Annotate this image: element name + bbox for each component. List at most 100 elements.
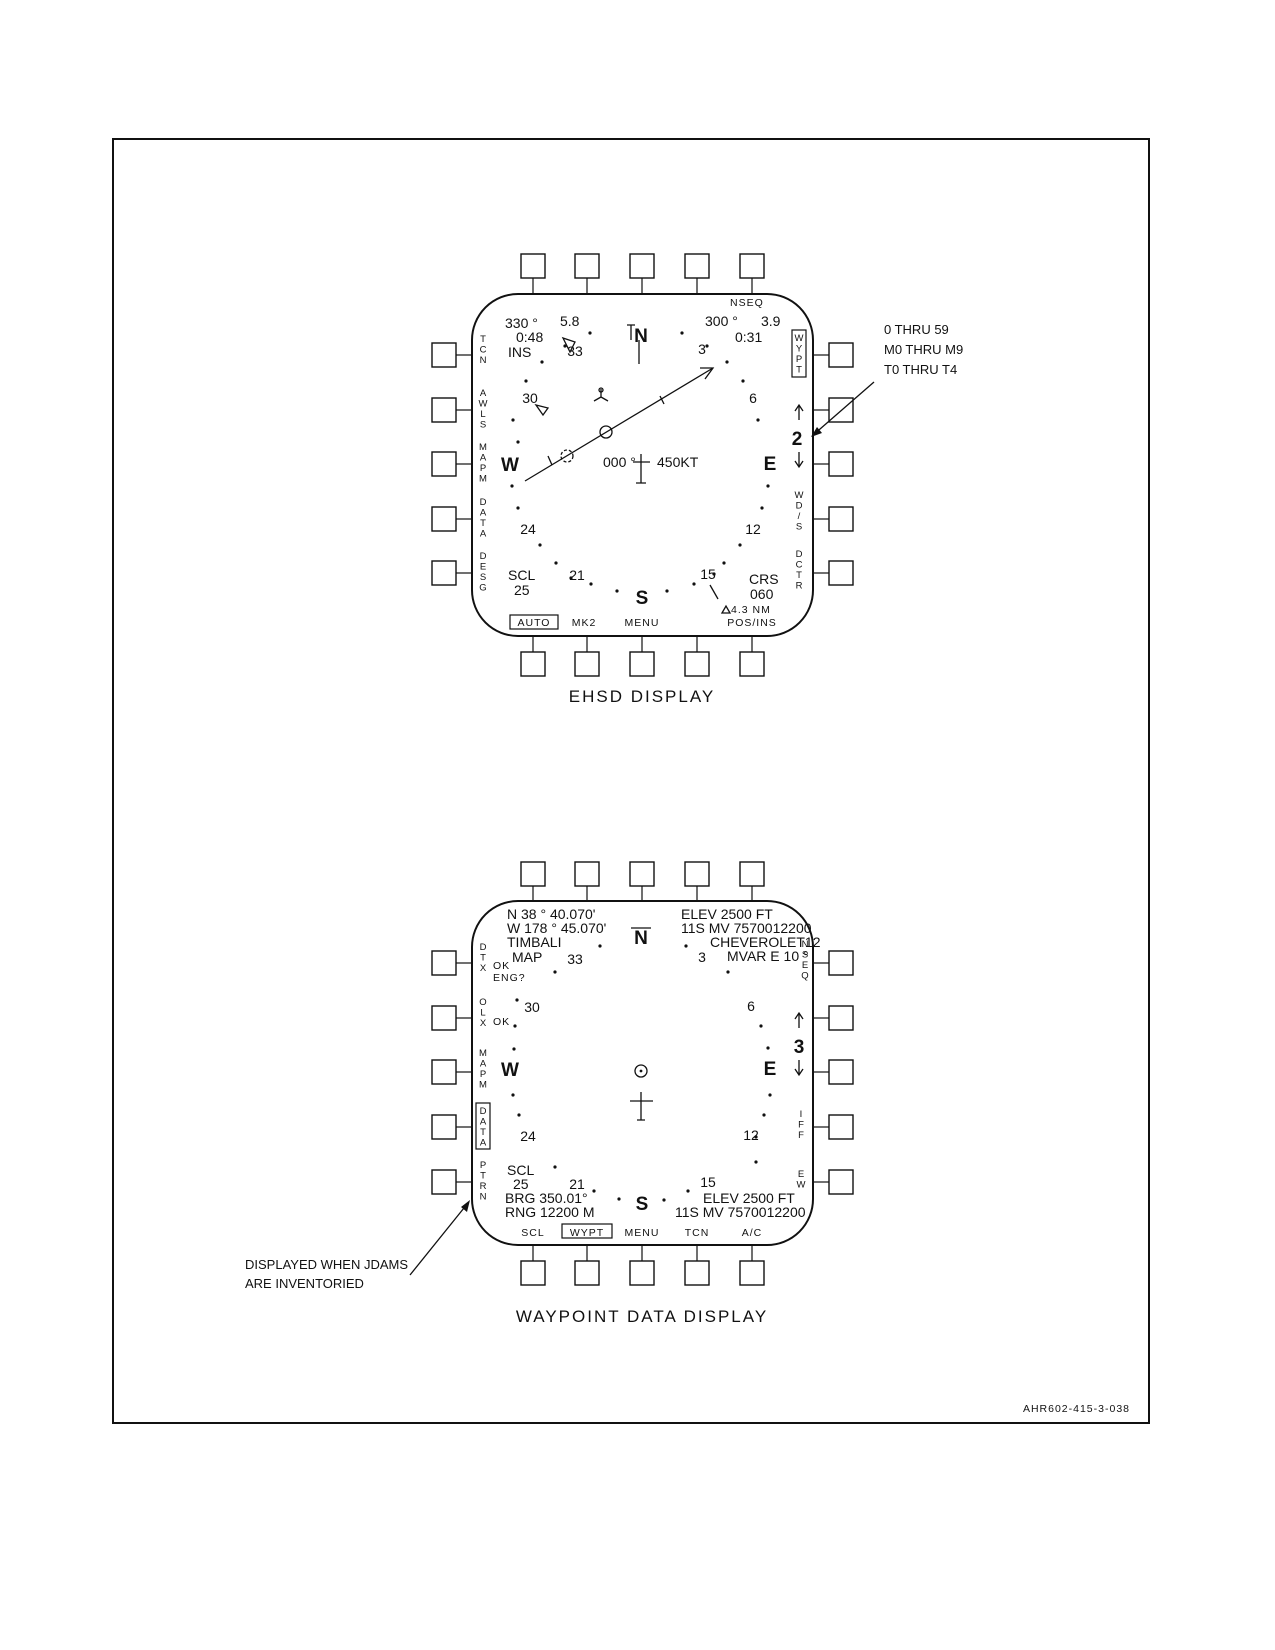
ehsd-decrement-arrow[interactable] bbox=[794, 452, 804, 469]
wypt-elev-top: ELEV 2500 FT bbox=[681, 906, 773, 922]
wypt-waypoint-dot bbox=[639, 1069, 643, 1073]
wypt-screen-bezel bbox=[471, 900, 814, 1246]
annotation-line: M0 THRU M9 bbox=[884, 342, 963, 357]
ehsd-pb-bottom-5[interactable] bbox=[739, 636, 765, 677]
wypt-pb-right-5[interactable] bbox=[813, 1169, 854, 1195]
ehsd-pb-bottom-3[interactable] bbox=[629, 636, 655, 677]
ehsd-pb-top-3[interactable] bbox=[629, 253, 655, 294]
ehsd-crs-value: 060 bbox=[750, 586, 774, 602]
ehsd-compass-21: 21 bbox=[569, 567, 585, 583]
wypt-bottom-pushbuttons bbox=[520, 1245, 765, 1286]
wypt-pb-top-2[interactable] bbox=[574, 861, 600, 901]
wypt-pb-right-3[interactable] bbox=[813, 1059, 854, 1085]
ehsd-pb-right-1[interactable] bbox=[813, 342, 854, 368]
wypt-pb-top-3[interactable] bbox=[629, 861, 655, 901]
wypt-pb-right-1[interactable] bbox=[813, 950, 854, 976]
wypt-decrement-arrow[interactable] bbox=[794, 1060, 804, 1077]
wypt-option-tcn[interactable]: TCN bbox=[685, 1227, 710, 1239]
ehsd-pb-bottom-4[interactable] bbox=[684, 636, 710, 677]
wypt-right-pushbuttons bbox=[813, 950, 854, 1195]
wypt-pb-bottom-4[interactable] bbox=[684, 1245, 710, 1286]
wypt-waypoint-number: 3 bbox=[794, 1037, 805, 1058]
wypt-option-ac[interactable]: A/C bbox=[742, 1227, 763, 1239]
wypt-range: RNG 12200 M bbox=[505, 1204, 594, 1220]
ehsd-pb-left-4[interactable] bbox=[431, 506, 472, 532]
ehsd-pb-left-3[interactable] bbox=[431, 451, 472, 477]
ehsd-compass-3: 3 bbox=[698, 341, 706, 357]
wypt-compass-dots bbox=[511, 944, 772, 1202]
wypt-pb-left-3[interactable] bbox=[431, 1059, 472, 1085]
ehsd-cardinal-w: W bbox=[501, 455, 519, 476]
ehsd-option-auto[interactable]: AUTO bbox=[518, 617, 551, 629]
ehsd-pb-right-3[interactable] bbox=[813, 451, 854, 477]
ehsd-pb-top-4[interactable] bbox=[684, 253, 710, 294]
ehsd-pb-left-2[interactable] bbox=[431, 397, 472, 423]
wypt-option-scl[interactable]: SCL bbox=[521, 1227, 544, 1239]
ehsd-pb-right-4[interactable] bbox=[813, 506, 854, 532]
wypt-pb-left-1[interactable] bbox=[431, 950, 472, 976]
ehsd-pb-bottom-2[interactable] bbox=[574, 636, 600, 677]
ehsd-cardinal-e: E bbox=[764, 454, 777, 475]
wypt-option-wypt[interactable]: WYPT bbox=[570, 1227, 604, 1239]
wypt-pb-left-2[interactable] bbox=[431, 1005, 472, 1031]
wypt-aircraft-symbol bbox=[630, 1092, 653, 1121]
wypt-pb-bottom-3[interactable] bbox=[629, 1245, 655, 1286]
wypt-compass-12: 12 bbox=[743, 1127, 759, 1143]
ehsd-increment-arrow[interactable] bbox=[794, 403, 804, 420]
ehsd-pb-top-2[interactable] bbox=[574, 253, 600, 294]
wypt-pb-bottom-5[interactable] bbox=[739, 1245, 765, 1286]
wypt-caption: WAYPOINT DATA DISPLAY bbox=[516, 1307, 768, 1326]
wypt-cardinal-e: E bbox=[764, 1059, 777, 1080]
wypt-waypoint-circle bbox=[634, 1064, 648, 1078]
wypt-increment-arrow[interactable] bbox=[794, 1011, 804, 1028]
wypt-pb-bottom-1[interactable] bbox=[520, 1245, 546, 1286]
wypt-pb-right-4[interactable] bbox=[813, 1114, 854, 1140]
wypt-name: TIMBALI bbox=[507, 934, 561, 950]
wypt-compass-33: 33 bbox=[567, 951, 583, 967]
ehsd-option-posins[interactable]: POS/INS bbox=[727, 617, 777, 629]
ehsd-auto-box bbox=[509, 614, 559, 630]
wypt-compass-30: 30 bbox=[524, 999, 540, 1015]
wypt-pb-bottom-2[interactable] bbox=[574, 1245, 600, 1286]
ehsd-pb-right-5[interactable] bbox=[813, 560, 854, 586]
wypt-pb-right-2[interactable] bbox=[813, 1005, 854, 1031]
wypt-pb-top-4[interactable] bbox=[684, 861, 710, 901]
ehsd-pb-left-1[interactable] bbox=[431, 342, 472, 368]
wypt-option-menu[interactable]: MENU bbox=[625, 1227, 660, 1239]
wypt-elev-bottom: ELEV 2500 FT bbox=[703, 1190, 795, 1206]
annotation-leader bbox=[409, 1202, 469, 1276]
ehsd-tl-source: INS bbox=[508, 344, 531, 360]
ehsd-pb-top-1[interactable] bbox=[520, 253, 546, 294]
wypt-pb-top-5[interactable] bbox=[739, 861, 765, 901]
ehsd-pb-bottom-1[interactable] bbox=[520, 636, 546, 677]
ehsd-display: N E S W 3 6 12 15 21 24 30 33 330 ° 5.8 … bbox=[431, 253, 854, 706]
ehsd-option-menu[interactable]: MENU bbox=[625, 617, 660, 629]
ehsd-pb-left-5[interactable] bbox=[431, 560, 472, 586]
ehsd-tl-time: 0:48 bbox=[516, 329, 543, 345]
wypt-compass-15: 15 bbox=[700, 1174, 716, 1190]
wypt-pb-left-5[interactable] bbox=[431, 1169, 472, 1195]
wypt-pb-top-1[interactable] bbox=[520, 861, 546, 901]
ehsd-option-mk2[interactable]: MK2 bbox=[572, 617, 597, 629]
ehsd-aircraft-symbol bbox=[633, 454, 650, 484]
ehsd-pb-top-5[interactable] bbox=[739, 253, 765, 294]
wypt-pb-left-4[interactable] bbox=[431, 1114, 472, 1140]
ehsd-option-nseq[interactable]: NSEQ bbox=[730, 297, 764, 309]
